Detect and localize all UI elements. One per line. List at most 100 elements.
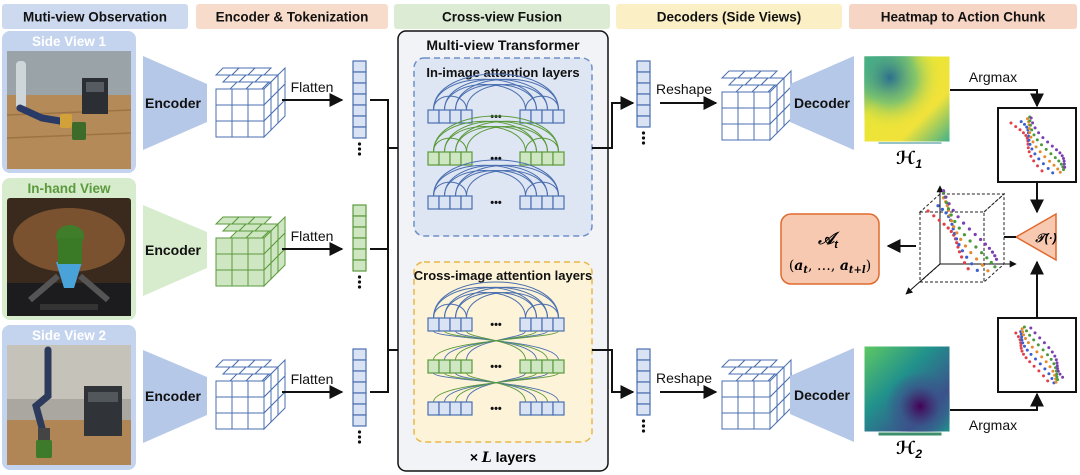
trajectory-3d-point xyxy=(962,221,966,225)
trajectory-3d-point xyxy=(963,244,968,248)
trajectory-point xyxy=(1037,131,1041,135)
trajectory-3d-point xyxy=(985,256,989,260)
cross-image-token-row-2: ••• xyxy=(427,359,565,374)
argmax-arrows: Argmax Argmax xyxy=(950,69,1044,433)
decoder-feature-cube-2 xyxy=(720,358,793,431)
header-heatmap: Heatmap to Action Chunk xyxy=(881,10,1046,25)
trajectory-3d-box xyxy=(905,185,1017,295)
cross-image-token-row-1: ••• xyxy=(427,317,565,332)
observation-panel-side-view-2: Side View 2 xyxy=(2,325,136,470)
trajectory-3d-point xyxy=(980,263,985,267)
token-columns xyxy=(352,60,651,444)
header-decoders: Decoders (Side Views) xyxy=(657,10,802,25)
cross-image-token-row-3: ••• xyxy=(427,401,565,416)
trajectory-point xyxy=(1062,157,1065,160)
cross-attention-lines xyxy=(433,372,559,403)
trajectory-point xyxy=(1019,346,1023,350)
transform-label: 𝒯(·) xyxy=(1034,231,1056,245)
feature-cube-2 xyxy=(214,215,287,288)
trajectory-point xyxy=(1026,146,1030,150)
trajectory-point xyxy=(1038,362,1042,366)
ellipsis-dots: ••• xyxy=(490,361,502,373)
trajectory-point xyxy=(1022,325,1026,329)
trajectory-3d-point xyxy=(937,218,941,222)
header-fusion: Cross-view Fusion xyxy=(442,10,562,25)
trajectory-3d-point xyxy=(956,245,960,249)
trajectory-point xyxy=(1028,142,1032,146)
trajectory-point xyxy=(1027,127,1031,130)
trajectory-3d-point xyxy=(949,229,953,234)
header-bar-heatmap xyxy=(849,4,1077,29)
encoder-label-3: Encoder xyxy=(145,388,202,404)
flatten-arrows: Flatten Flatten Flatten xyxy=(282,79,344,399)
trajectory-point xyxy=(1046,140,1050,144)
trajectory-3d-point xyxy=(944,211,948,215)
trajectory-point xyxy=(1058,170,1062,174)
trajectory-point xyxy=(1052,163,1056,167)
in-image-token-row-1: ••• xyxy=(427,109,565,124)
trajectory-3d-point xyxy=(959,237,963,241)
trajectory-point xyxy=(1038,336,1042,340)
trajectory-3d-point xyxy=(973,232,977,237)
trajectory-3d-point xyxy=(956,215,960,219)
in-hand-view-photo xyxy=(7,198,131,316)
trajectory-point xyxy=(1047,346,1051,350)
trajectory-3d-point xyxy=(962,233,967,237)
attention-arcs xyxy=(433,281,559,319)
trajectory-point xyxy=(1029,116,1033,120)
trajectory-point xyxy=(1027,150,1031,154)
flatten-label-3: Flatten xyxy=(291,371,334,387)
trajectory-3d-point xyxy=(989,260,993,265)
trajectory-3d-point xyxy=(979,237,983,242)
trajectory-point xyxy=(1020,335,1024,339)
trajectory-point xyxy=(1020,349,1024,353)
flatten-label-1: Flatten xyxy=(291,79,334,95)
trajectory-point xyxy=(1052,362,1056,366)
trajectory-point xyxy=(1029,154,1033,158)
trajectory-point xyxy=(1049,357,1053,361)
reshape-label-1: Reshape xyxy=(656,81,712,97)
trajectory-3d-point xyxy=(974,245,978,249)
trajectory-point xyxy=(1028,333,1032,337)
trajectory-point xyxy=(1032,133,1036,137)
trajectory-3d-point xyxy=(940,207,945,211)
action-chunk-tuple: (at, …, at+l) xyxy=(789,258,871,276)
trajectory-point xyxy=(1050,377,1054,380)
trajectory-point xyxy=(1057,159,1061,163)
trajectory-point xyxy=(1026,117,1029,121)
trajectory-point xyxy=(1051,369,1055,373)
trajectory-point xyxy=(1030,128,1034,132)
trajectory-point xyxy=(1029,326,1033,330)
trajectory-point xyxy=(1041,162,1045,166)
trajectory-point xyxy=(1019,344,1023,347)
reshape-label-2: Reshape xyxy=(656,370,712,386)
trajectory-point xyxy=(1061,375,1065,379)
trajectory-3d-point xyxy=(960,255,964,259)
trajectory-point xyxy=(1056,167,1060,171)
trajectory-3d-point xyxy=(975,268,979,272)
in-hand-view-label: In-hand View xyxy=(27,181,111,196)
attention-token-rows: ••• ••• ••• ••• ••• ••• xyxy=(427,73,565,416)
trajectory-3d-point xyxy=(936,204,940,208)
reshape-arrows: Reshape Reshape xyxy=(656,81,718,399)
trajectory-3d-point xyxy=(955,241,959,245)
trajectory-point xyxy=(1043,367,1047,371)
trajectory-point xyxy=(1044,147,1048,151)
feature-cube-3 xyxy=(214,358,287,431)
trajectory-3d-point xyxy=(968,239,972,243)
trajectory-point xyxy=(1043,155,1047,159)
transform-block: 𝒯(·) xyxy=(1014,212,1057,262)
trajectory-3d-point xyxy=(945,204,949,208)
ellipsis-dots: ••• xyxy=(490,197,502,209)
header-row: Muti-view Observation Encoder & Tokeniza… xyxy=(2,4,1077,29)
trajectory-point xyxy=(1037,369,1041,373)
in-image-attention-label: In-image attention layers xyxy=(426,65,579,80)
side-view-1-photo xyxy=(6,51,132,169)
trajectory-point xyxy=(1022,333,1026,337)
trajectory-point xyxy=(1029,352,1033,356)
header-bar-fusion xyxy=(394,4,610,29)
ellipsis-dots: ••• xyxy=(490,153,502,165)
trajectory-point xyxy=(1055,361,1059,365)
trajectory-point xyxy=(1033,152,1037,156)
